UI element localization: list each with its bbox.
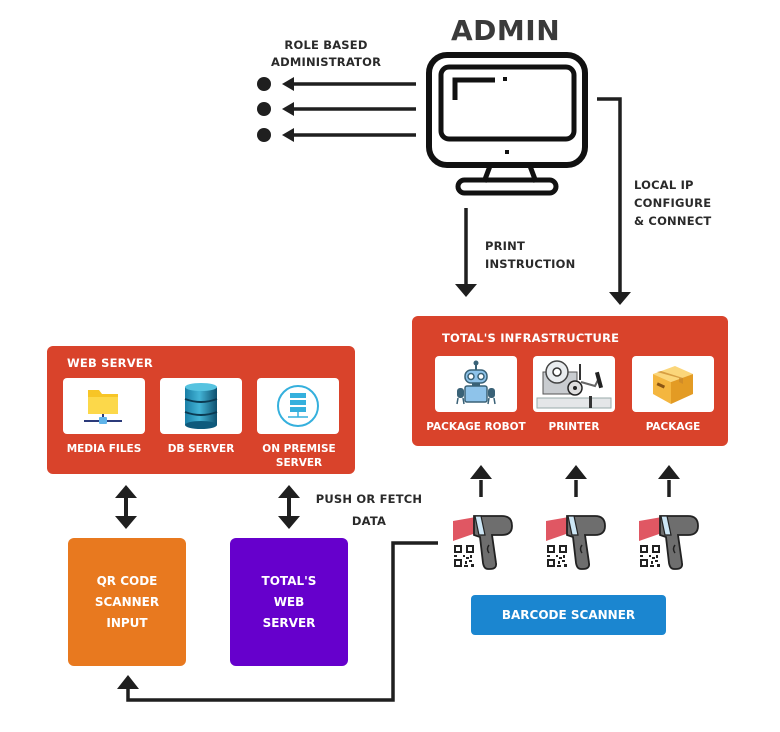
scanner-up-arrows (470, 465, 680, 497)
db-server-card[interactable] (160, 378, 242, 434)
media-files-label: MEDIA FILES (66, 443, 142, 455)
administrator-label: ADMINISTRATOR (271, 55, 382, 69)
local-ip-label: LOCAL IP CONFIGURE & CONNECT (634, 178, 712, 228)
db-server-label: DB SERVER (167, 443, 235, 455)
role-based-label: ROLE BASED (284, 38, 368, 52)
qr-box-line-3: INPUT (106, 615, 148, 630)
network-folder-icon (84, 390, 122, 424)
barcode-scanner-icon (452, 513, 516, 575)
database-icon (184, 383, 218, 429)
on-premise-server-card[interactable] (257, 378, 339, 434)
package-box-icon (653, 366, 693, 404)
barcode-scanner-icon (545, 513, 609, 575)
web-box-line-3: SERVER (262, 615, 316, 630)
infrastructure-panel: TOTAL'S INFRASTRUCTURE PACKAGE ROBOT (412, 316, 728, 446)
role-dot-3 (257, 128, 271, 142)
qr-code-scanner-input-box[interactable]: QR CODE SCANNER INPUT (68, 538, 186, 666)
role-based-arrows (257, 77, 416, 142)
scanner-to-qr-line (126, 541, 438, 702)
media-qr-double-arrow (115, 485, 137, 529)
monitor-icon (426, 52, 588, 196)
admin-title: ADMIN (451, 14, 561, 47)
printer-machine-icon (536, 360, 612, 409)
package-robot-label: PACKAGE ROBOT (426, 421, 526, 433)
printer-label: PRINTER (548, 421, 600, 433)
push-fetch-label: PUSH OR FETCH DATA (315, 492, 423, 528)
on-premise-server-label: ON PREMISE SERVER (262, 443, 336, 469)
web-box-line-2: WEB (273, 594, 305, 609)
web-server-title: WEB SERVER (67, 356, 153, 370)
server-rack-icon (277, 385, 319, 427)
package-label: PACKAGE (645, 421, 701, 433)
robot-icon (456, 360, 496, 405)
local-ip-arrow (597, 97, 622, 292)
barcode-scanner-button[interactable]: BARCODE SCANNER (471, 595, 666, 635)
qr-box-line-2: SCANNER (94, 594, 160, 609)
printer-card[interactable] (533, 356, 615, 412)
media-files-card[interactable] (63, 378, 145, 434)
web-server-panel: WEB SERVER MEDIA FILES DB S (47, 346, 355, 474)
role-dot-1 (257, 77, 271, 91)
barcode-scanner-icon (638, 513, 702, 575)
role-dot-2 (257, 102, 271, 116)
qr-box-line-1: QR CODE (96, 573, 158, 588)
totals-web-server-box[interactable]: TOTAL'S WEB SERVER (230, 538, 348, 666)
push-fetch-double-arrow (278, 485, 300, 529)
infrastructure-title: TOTAL'S INFRASTRUCTURE (442, 331, 620, 345)
package-robot-card[interactable] (435, 356, 517, 412)
web-box-line-1: TOTAL'S (261, 573, 317, 588)
package-card[interactable] (632, 356, 714, 412)
print-instruction-label: PRINT INSTRUCTION (485, 239, 576, 271)
